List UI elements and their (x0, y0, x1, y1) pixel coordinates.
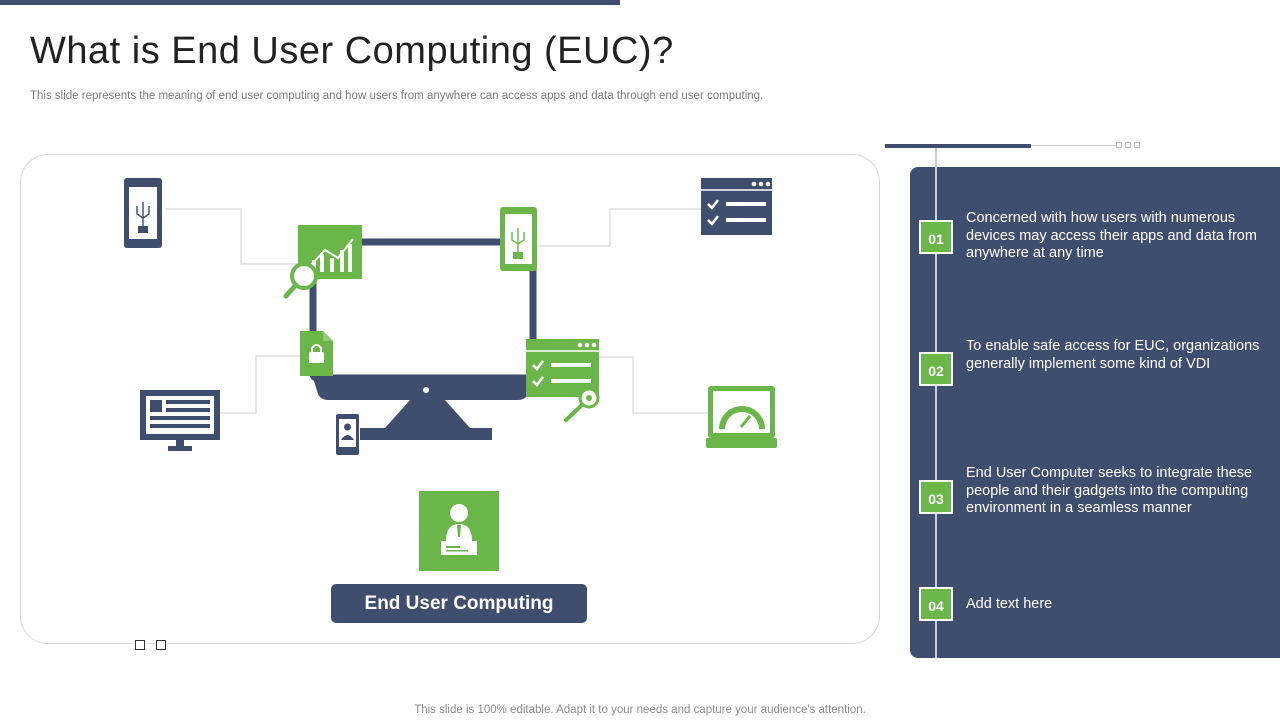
mini-square (1125, 142, 1131, 148)
main-monitor-icon (309, 238, 537, 440)
point-text-03: End User Computer seeks to integrate the… (966, 465, 1253, 516)
page-title: What is End User Computing (EUC)? (30, 30, 674, 72)
diagram-panel (20, 154, 880, 644)
top-accent-bar (0, 0, 620, 5)
mini-square (1134, 142, 1140, 148)
footer-note: This slide is 100% editable. Adapt it to… (414, 704, 866, 716)
accent-line (885, 144, 1031, 148)
euc-diagram (124, 178, 777, 455)
timeline-line (935, 148, 937, 658)
point-number-04: 04 (919, 587, 953, 621)
checklist-window-icon (701, 178, 772, 235)
id-phone-icon (336, 414, 359, 455)
point-number-03: 03 (919, 480, 953, 514)
accent-line-thin (1031, 145, 1117, 146)
point-text-02: To enable safe access for EUC, organizat… (966, 338, 1260, 372)
panel-corner-square (156, 640, 166, 650)
page-subtitle: This slide represents the meaning of end… (30, 90, 764, 102)
connector-lines (165, 208, 708, 414)
points-panel (910, 167, 1280, 658)
analytics-chart-icon (283, 225, 362, 299)
speed-gauge-laptop-icon (706, 386, 777, 448)
user-id-tile (419, 491, 499, 571)
panel-corner-square (135, 640, 145, 650)
smartphone-chip-icon (124, 178, 162, 248)
inspection-checklist-icon (526, 339, 600, 422)
web-monitor-icon (140, 390, 220, 451)
mobile-app-icon (500, 207, 537, 271)
point-number-01: 01 (919, 220, 953, 254)
point-number-02: 02 (919, 352, 953, 386)
point-text-04: Add text here (966, 596, 1053, 612)
lock-file-icon (300, 331, 333, 376)
point-text-01: Concerned with how users with numerous d… (966, 210, 1257, 261)
user-id-icon (441, 504, 477, 555)
mini-square (1116, 142, 1122, 148)
euc-label: End User Computing (331, 584, 587, 623)
